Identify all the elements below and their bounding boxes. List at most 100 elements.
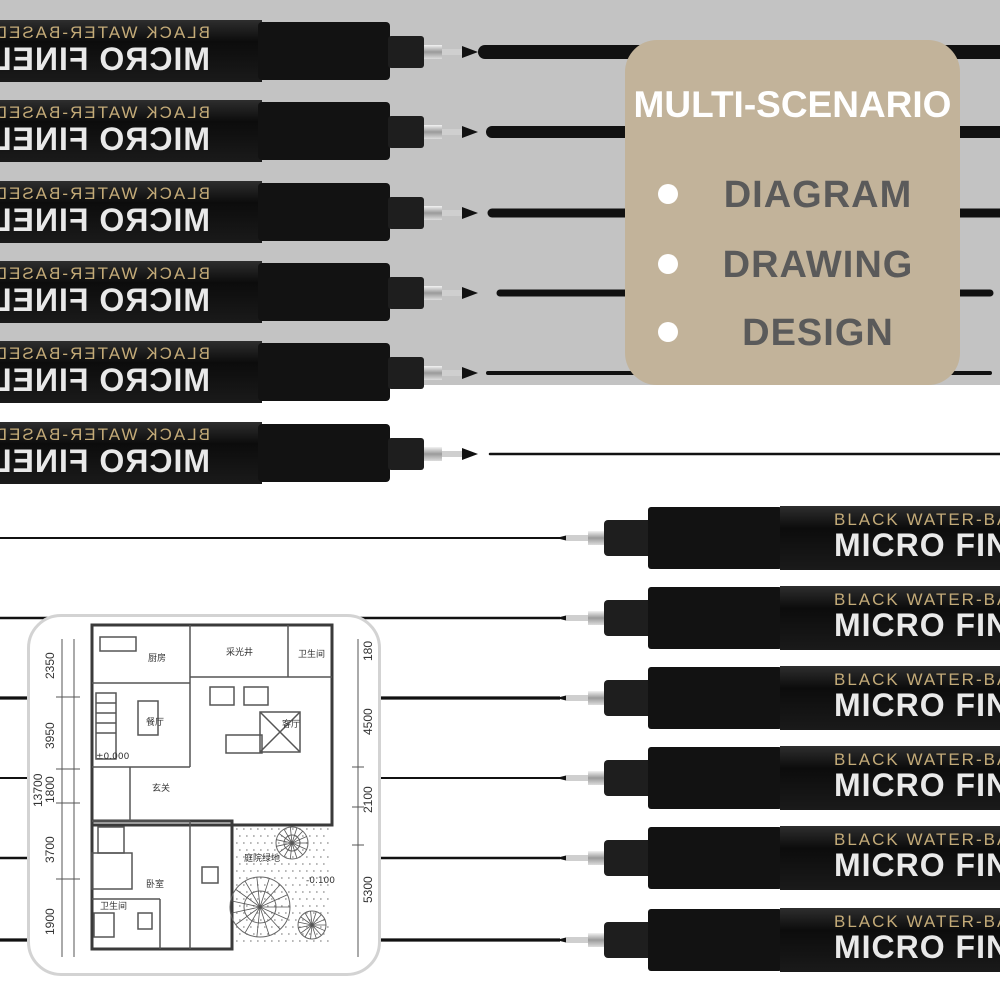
pen-nib [462,367,478,379]
tree-branch [230,906,261,914]
garden-dot [326,884,329,886]
garden-dot [235,898,238,900]
garden-dot [284,884,287,886]
garden-dot [280,877,283,879]
tree-branch [259,906,288,920]
pen-needle [566,855,588,861]
garden-dot [326,842,329,844]
garden-dot [270,898,273,900]
pen-nib [556,615,568,621]
garden-dot [315,891,318,893]
pen-needle [442,129,464,135]
garden-dot [252,835,255,837]
tree-branch [298,921,313,926]
tree-branch [311,914,322,926]
pen-line2: MICRO FINELINER [0,282,210,318]
garden-dot [308,877,311,879]
tree-branch [298,924,313,929]
pen-grip [648,667,782,729]
tree-branch [311,924,325,932]
pen-barrel [0,20,262,82]
garden-dot [242,842,245,844]
garden-dot [259,835,262,837]
pen-line2: MICRO FIN [834,929,1000,965]
garden-dot [270,940,273,942]
garden-dot [294,905,297,907]
garden-dot [326,828,329,830]
pen-needle [566,775,588,781]
feature-item-diagram: DIAGRAM [625,168,960,218]
room-bathroom-bottom: 卫生间 [100,900,127,912]
garden-dot [273,905,276,907]
pen-line1: BLACK WATER-BA [834,510,1000,529]
tree-branch [304,912,313,926]
pen-needle [442,451,464,457]
garden-dot [308,835,311,837]
tree-branch [291,842,307,850]
pen-nib [556,855,568,861]
garden-dot [277,828,280,830]
pen-line1: BLACK WATER-BA [834,590,1000,609]
pen-nib [462,448,478,460]
garden-dot [266,835,269,837]
garden-dot [238,933,241,935]
garden-dot [245,919,248,921]
pen-collar [604,922,652,958]
pen-barrel [780,908,1000,972]
tree-branch [291,830,304,844]
tree-branch [311,918,325,926]
garden-dot [312,912,315,914]
garden-dot [235,912,238,914]
pen-line1: BLACK WATER-BASED [0,264,210,283]
garden-dot [312,870,315,872]
garden-dot [235,940,238,942]
circle-bullet-icon [658,184,678,204]
garden-dot [242,912,245,914]
pen-collar [604,600,652,636]
garden-dot [249,870,252,872]
tree-branch [276,839,293,844]
garden-dot [319,926,322,928]
garden-dot [291,884,294,886]
garden-dot [242,884,245,886]
pen-ferrule [424,125,442,139]
garden-dot [242,926,245,928]
pen-barrel [0,261,262,323]
garden-dot [256,940,259,942]
garden-dot [284,842,287,844]
level-mark: ±0.000 [96,752,130,762]
garden-dot [266,863,269,865]
garden-dot [315,877,318,879]
garden-dot [301,919,304,921]
garden-dot [256,898,259,900]
garden-dot [319,856,322,858]
pen-needle [442,370,464,376]
garden-dot [252,919,255,921]
garden-dot [238,877,241,879]
pen-line1: BLACK WATER-BASED [0,103,210,122]
room-living: 客厅 [282,718,300,730]
garden-dot [259,877,262,879]
pen-ferrule [588,851,606,865]
tree-branch [259,906,270,936]
garden-dot [319,870,322,872]
garden-dot [319,828,322,830]
pen-grip [648,747,782,809]
garden-dot [305,884,308,886]
pen-barrel [0,100,262,162]
garden-dot [308,933,311,935]
garden-dot [312,898,315,900]
garden-dot [270,828,273,830]
garden-dot [284,898,287,900]
pen-line2: MICRO FIN [834,527,1000,563]
garden-dot [298,870,301,872]
garden-dot [280,919,283,921]
pen-barrel [780,586,1000,650]
tree-branch [259,906,281,930]
pen-ferrule [588,611,606,625]
garden-dot [238,849,241,851]
garden-dot [238,835,241,837]
